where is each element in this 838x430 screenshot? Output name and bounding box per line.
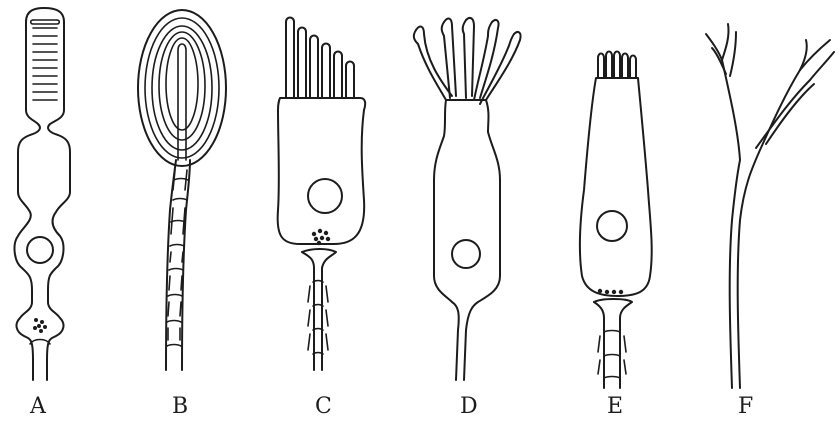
cell-c-terminal-left: [302, 252, 314, 370]
cell-e-nucleus: [597, 211, 627, 241]
cell-c-vesicles: [312, 229, 330, 245]
cell-b-capsule-5: [166, 38, 198, 130]
cell-f-branch-3: [800, 40, 830, 70]
cell-a-vesicles: [33, 318, 47, 333]
label-f: F: [738, 396, 753, 418]
cell-c-cilium-5: [334, 52, 342, 99]
cell-c-cilium-3: [310, 36, 318, 99]
cell-e-axon-segments: [604, 331, 620, 379]
cell-d-cilium-3a: [466, 18, 474, 96]
label-a: A: [30, 396, 46, 418]
cell-b-drawing: [138, 10, 226, 370]
cell-d-cilium-5a: [486, 32, 521, 100]
cell-d-body-right: [446, 100, 500, 380]
cell-d-body-left: [434, 100, 459, 380]
cell-c-axon-sheath: [308, 286, 328, 350]
cell-c-drawing: [278, 18, 366, 371]
cell-c-body: [278, 98, 366, 244]
cell-a-discs: [33, 20, 57, 100]
label-e: E: [607, 396, 623, 418]
cell-c-cilium-1: [286, 18, 294, 99]
cell-a-nucleus: [27, 237, 53, 263]
cell-a-drawing: [15, 8, 70, 380]
cell-b-core-fiber: [178, 44, 186, 160]
cell-d-cilium-1b: [414, 30, 446, 100]
cell-d-cilium-3b: [463, 20, 466, 98]
cell-f-branch-2: [722, 24, 729, 60]
label-c: C: [315, 396, 332, 418]
cell-b-axon-right: [182, 160, 190, 370]
cell-e-drawing: [580, 52, 652, 389]
label-d: D: [460, 396, 478, 418]
cell-f-drawing: [706, 24, 834, 388]
cell-f-branch-1: [706, 34, 722, 60]
cell-e-body: [580, 78, 652, 296]
cell-c-cilium-2: [298, 28, 306, 99]
cell-a-synapse: [30, 340, 50, 345]
cell-c-cilium-6: [346, 62, 354, 99]
cell-f-main-left: [722, 60, 740, 388]
cell-f-branch-2b: [730, 32, 736, 76]
cell-c-cilium-4: [322, 44, 330, 99]
cell-d-nucleus: [452, 240, 480, 268]
cell-b-capsule-2: [145, 18, 219, 158]
cell-f-branch-6: [766, 84, 814, 144]
cell-a-right-outline: [26, 8, 70, 380]
cell-c-nucleus: [308, 179, 342, 213]
cell-e-microvilli: [598, 52, 636, 79]
cell-f-main-right: [738, 70, 800, 388]
cell-d-drawing: [414, 18, 521, 380]
cell-d-cilium-5b: [480, 34, 514, 104]
label-b: B: [172, 396, 188, 418]
